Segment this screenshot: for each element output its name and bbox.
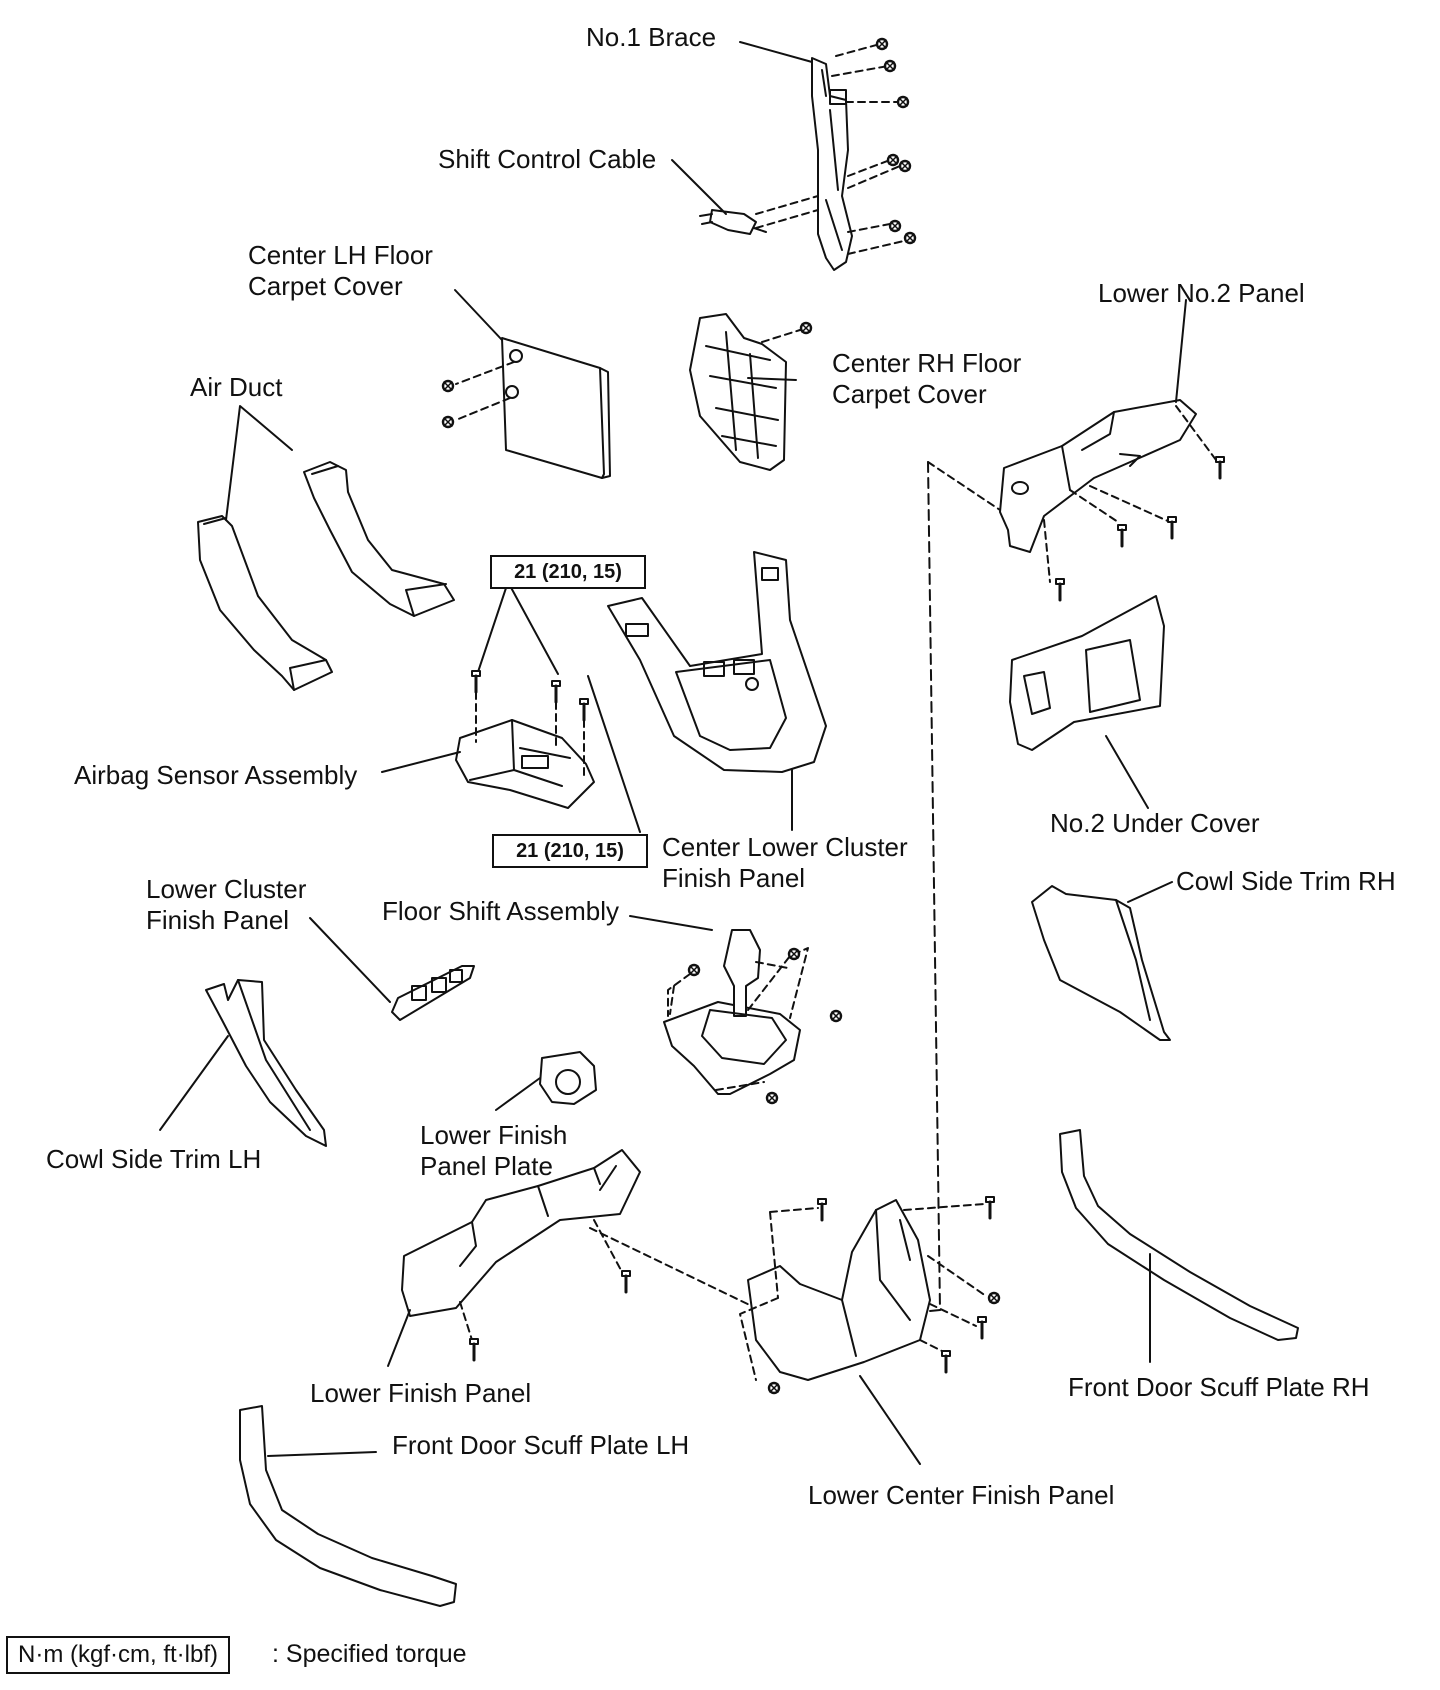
center-lh-floor-carpet-cover (441, 289, 611, 479)
front-door-scuff-plate-rh (1059, 1129, 1299, 1363)
label-floor-shift-assembly: Floor Shift Assembly (382, 896, 619, 926)
label-cowl-side-trim-lh: Cowl Side Trim LH (46, 1144, 262, 1174)
floor-shift-assembly (629, 915, 843, 1105)
label-lower-finish-panel: Lower Finish Panel (310, 1378, 532, 1408)
no1-brace-bolts (875, 37, 917, 245)
front-door-scuff-plate-lh (239, 1405, 457, 1607)
center-rh-floor-carpet-cover (689, 313, 813, 471)
torque-leaders (477, 581, 641, 833)
lower-cluster-finish-panel (309, 917, 475, 1021)
shift-control-cable (671, 159, 819, 235)
label-lower-center-finish-panel: Lower Center Finish Panel (808, 1480, 1115, 1510)
label-front-door-scuff-plate-rh: Front Door Scuff Plate RH (1068, 1372, 1370, 1402)
no1-brace-fasteners (831, 43, 909, 255)
torque-spec-upper: 21 (210, 15) (490, 555, 646, 589)
label-lower-finish-panel-plate: Lower Finish Panel Plate (420, 1120, 568, 1181)
label-no1-brace: No.1 Brace (586, 22, 717, 52)
label-lower-cluster-finish-panel: Lower Cluster Finish Panel (146, 874, 307, 935)
label-shift-control-cable: Shift Control Cable (438, 144, 657, 174)
label-center-rh-floor-carpet-cover: Center RH Floor Carpet Cover (832, 348, 1022, 409)
air-duct-rh (225, 405, 455, 617)
cowl-side-trim-lh (159, 979, 327, 1147)
lower-finish-panel (387, 1149, 761, 1367)
label-airbag-sensor-assembly: Airbag Sensor Assembly (74, 760, 358, 790)
label-no2-under-cover: No.2 Under Cover (1050, 808, 1260, 838)
legend-torque-unit-box: N·m (kgf·cm, ft·lbf) (6, 1636, 230, 1674)
torque-spec-lower: 21 (210, 15) (492, 834, 648, 868)
label-center-lower-cluster-finish-panel: Center Lower Cluster Finish Panel (662, 832, 908, 893)
air-duct-lh (197, 515, 333, 691)
legend-description: : Specified torque (272, 1640, 467, 1668)
no2-under-cover (1009, 595, 1165, 809)
no1-brace (739, 41, 853, 271)
lower-finish-panel-plate (495, 1051, 597, 1111)
lower-no2-panel (927, 299, 1226, 602)
center-lower-cluster-finish-panel (607, 551, 827, 831)
label-cowl-side-trim-rh: Cowl Side Trim RH (1176, 866, 1396, 896)
label-center-lh-floor-carpet-cover: Center LH Floor Carpet Cover (248, 240, 433, 301)
lower-center-finish-panel (739, 1195, 1001, 1465)
cowl-side-trim-rh (1031, 881, 1173, 1041)
airbag-sensor-assembly (381, 669, 595, 809)
label-lower-no2-panel: Lower No.2 Panel (1098, 278, 1305, 308)
label-air-duct: Air Duct (190, 372, 283, 402)
label-front-door-scuff-plate-lh: Front Door Scuff Plate LH (392, 1430, 690, 1460)
